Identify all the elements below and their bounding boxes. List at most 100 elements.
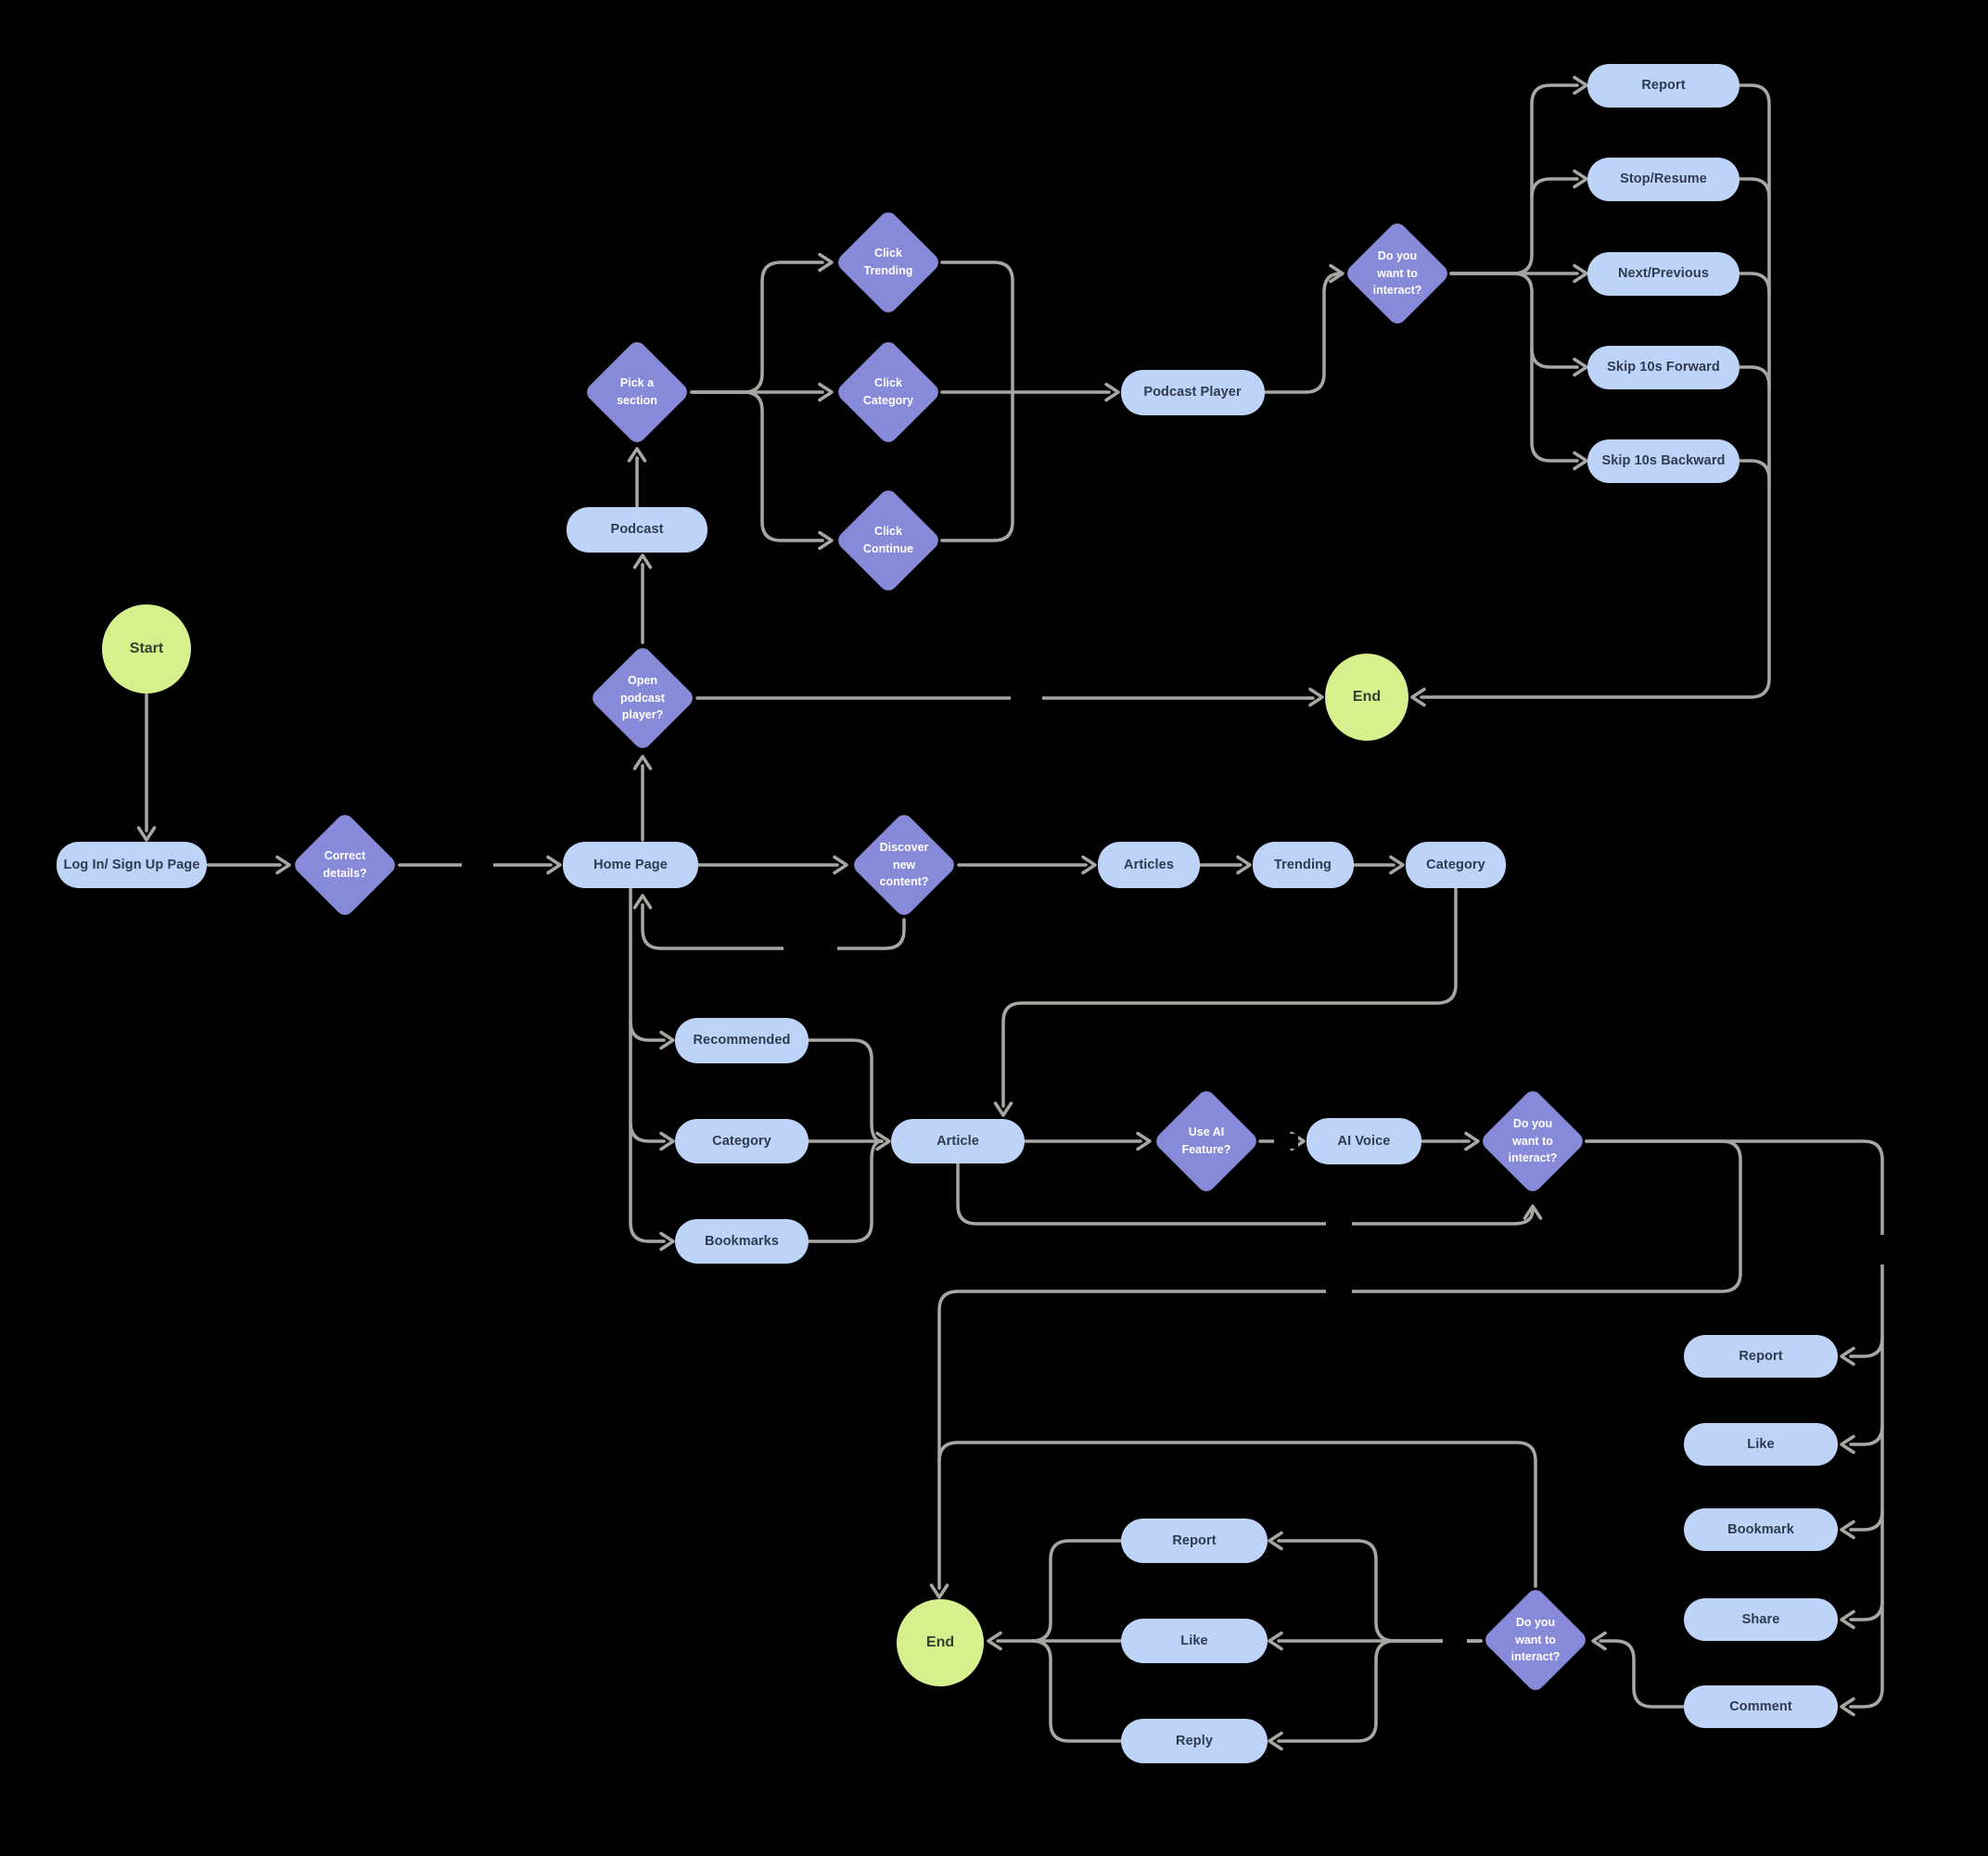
arrowhead-aivoice-to-interactai [1464,1131,1480,1151]
node-correct-details[interactable]: Correct details? [291,811,399,919]
node-label-podcast: Podcast [610,522,664,537]
node-opt-report[interactable]: Report [1684,1335,1838,1378]
arrowhead-category-to-article [993,1101,1013,1117]
connector-home-to-bookmarks [629,886,666,1243]
arrowhead-options-share-in [1840,1609,1855,1630]
connector-clickcontinue-out [940,390,1014,542]
node-pick-section[interactable]: Pick a section [583,338,691,446]
connector-clicktrending-out [940,261,1014,394]
node-login[interactable]: Log In/ Sign Up Page [57,842,207,888]
node-ai-voice[interactable]: AI Voice [1306,1118,1421,1164]
arrowhead-options-bookmark-in [1840,1519,1855,1540]
node-label-opt-share: Share [1741,1612,1780,1627]
node-podcast[interactable]: Podcast [567,506,707,553]
arrowhead-podcast-to-pick [627,447,647,463]
connector-player-to-interact [1263,272,1343,394]
node-label-pp-report: Report [1641,78,1686,93]
node-discover[interactable]: Discover new content? [850,811,958,919]
diamond-shape-discover [850,811,958,919]
arrowhead-correct-to-home [546,855,562,875]
node-label-opt-report: Report [1739,1349,1783,1364]
node-label-end-podcast: End [1352,689,1382,705]
node-bookmarks[interactable]: Bookmarks [675,1219,809,1264]
connector-pick-to-continue-d [690,390,824,542]
node-label-opt-bookmark: Bookmark [1727,1522,1794,1537]
node-cm-like[interactable]: Like [1121,1619,1268,1663]
node-trending[interactable]: Trending [1252,842,1354,888]
node-opt-comment[interactable]: Comment [1684,1685,1838,1728]
arrowhead-home-to-openplayer [632,755,653,770]
arrowhead-clickcategory-to-player [1104,382,1120,402]
diamond-shape-interact-podcast [1344,220,1451,327]
node-open-player[interactable]: Open podcast player? [589,644,696,752]
node-label-ai-voice: AI Voice [1337,1134,1391,1149]
node-label-article: Article [937,1134,979,1149]
arrowhead-home-to-discover [833,855,848,875]
arrowhead-home-to-bookmarks [659,1231,675,1252]
arrowhead-login-to-correct [275,855,291,875]
node-label-cm-like: Like [1180,1634,1208,1648]
arrowhead-interactcomment-to-cmreply [1268,1731,1283,1751]
node-player[interactable]: Podcast Player [1120,369,1265,415]
node-articles[interactable]: Articles [1098,842,1200,888]
node-cm-report[interactable]: Report [1121,1519,1268,1563]
node-category-top[interactable]: Category [1406,842,1506,888]
node-home[interactable]: Home Page [563,842,698,888]
connector-home-to-categoryleft [629,1121,666,1143]
node-click-trending[interactable]: Click Trending [835,209,942,316]
connector-ppbackward-join [1739,459,1771,481]
arrowhead-article-to-interactai-loop [1523,1204,1543,1220]
node-opt-like[interactable]: Like [1684,1423,1838,1466]
arrowhead-articles-to-trending [1236,855,1252,875]
node-pp-forward[interactable]: Skip 10s Forward [1587,345,1740,389]
edge-label-gap [1326,1284,1352,1299]
connector-options-like-in [1849,1424,1884,1446]
arrowhead-categoryleft-to-article [875,1131,891,1151]
node-click-category[interactable]: Click Category [835,338,942,446]
connector-interact-to-ppstop [1530,177,1579,199]
node-pp-next[interactable]: Next/Previous [1587,251,1740,296]
node-label-player: Podcast Player [1143,385,1242,400]
connector-ppnext-join [1739,272,1771,294]
node-article[interactable]: Article [891,1119,1025,1163]
node-pp-stop[interactable]: Stop/Resume [1587,157,1740,201]
node-interact-comment[interactable]: Do you want to interact? [1482,1586,1589,1694]
arrowhead-interactai-no-to-end [929,1583,949,1599]
diamond-shape-interact-ai [1479,1087,1587,1195]
node-pp-backward[interactable]: Skip 10s Backward [1587,439,1740,483]
arrowhead-cmlike-to-end [987,1631,1002,1651]
arrowhead-interactai-to-options [1840,1697,1855,1717]
arrowhead-discover-loop-home [632,894,653,909]
node-opt-share[interactable]: Share [1684,1598,1838,1641]
diamond-shape-click-category [835,338,942,446]
node-label-trending: Trending [1273,858,1332,872]
arrowhead-pick-to-continue-d [818,530,834,551]
arrowhead-comment-to-interactcomment [1591,1631,1607,1651]
node-label-login: Log In/ Sign Up Page [63,858,200,872]
node-interact-podcast[interactable]: Do you want to interact? [1344,220,1451,327]
connector-ppstop-join [1739,177,1771,199]
node-opt-bookmark[interactable]: Bookmark [1684,1508,1838,1551]
node-cm-reply[interactable]: Reply [1121,1719,1268,1763]
connector-interact-to-ppbackward [1449,272,1579,463]
node-pp-report[interactable]: Report [1587,63,1740,108]
node-use-ai[interactable]: Use AI Feature? [1153,1087,1260,1195]
connector-options-share-in [1849,1599,1884,1621]
node-start[interactable]: Start [102,604,191,693]
arrowhead-start-to-login [136,826,157,842]
node-category-left[interactable]: Category [675,1119,809,1163]
connector-interactcomment-no-to-end [937,1441,1537,1588]
arrowhead-openplayer-to-podcast [632,553,653,569]
connector-ppforward-join [1739,365,1771,388]
node-label-start: Start [129,641,164,656]
node-end-podcast[interactable]: End [1325,654,1408,741]
connector-cmreply-join [1030,1639,1123,1743]
node-interact-ai[interactable]: Do you want to interact? [1479,1087,1587,1195]
node-end-main[interactable]: End [897,1599,984,1686]
node-click-continue[interactable]: Click Continue [835,487,942,594]
edge-label-gap [462,858,493,872]
connector-bookmarks-join [807,1139,884,1243]
node-recommended[interactable]: Recommended [675,1017,809,1063]
